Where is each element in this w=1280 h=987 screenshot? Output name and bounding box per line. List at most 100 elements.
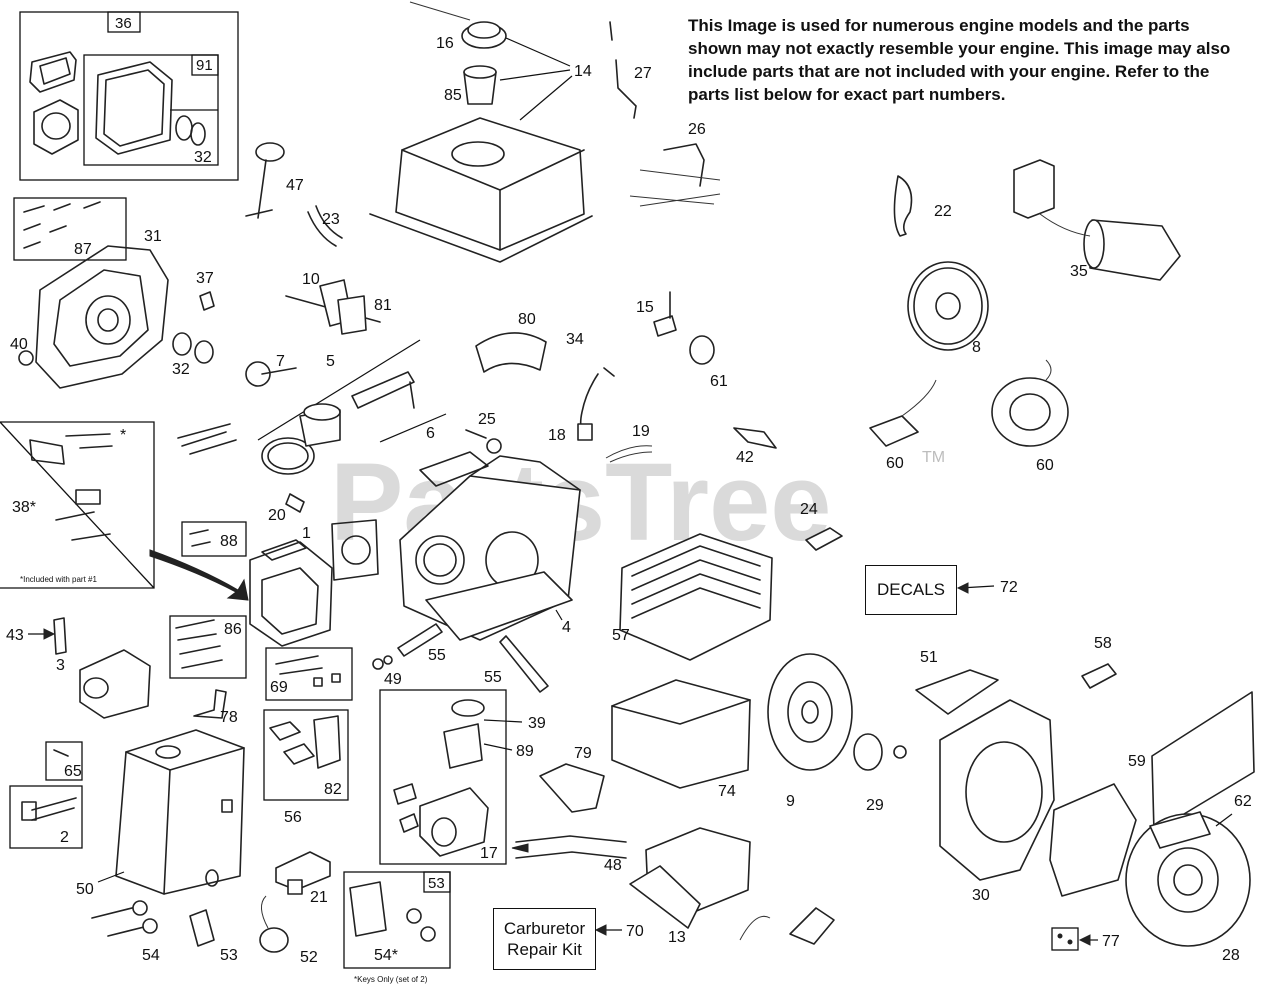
callout-57: 57: [612, 627, 630, 644]
callout-54-kit: 54*: [374, 947, 398, 964]
air-cleaner-cover-74: 74: [611, 679, 751, 800]
callout-25: 25: [478, 411, 496, 428]
air-cleaner-13: 13: [629, 827, 751, 946]
callout-72: 72: [1000, 579, 1018, 596]
bracket-58: 58: [1081, 635, 1117, 689]
screw-set-77: 77: [1051, 927, 1120, 951]
callout-2: 2: [60, 829, 69, 846]
callout-78: 78: [220, 709, 238, 726]
muffler-guard-57: 57: [612, 533, 773, 661]
callout-85: 85: [444, 87, 462, 104]
callout-47: 47: [286, 177, 304, 194]
callout-89: 89: [516, 743, 534, 760]
screw-set-87: 87: [13, 197, 127, 261]
callout-37: 37: [196, 270, 214, 287]
callout-8: 8: [972, 339, 981, 356]
carburetor-repair-kit-label: Carburetor Repair Kit: [504, 918, 585, 960]
callout-24: 24: [800, 501, 818, 518]
callout-28: 28: [1222, 947, 1240, 964]
baffle-plate: [1049, 783, 1137, 897]
callout-15: 15: [636, 299, 654, 316]
valve-knob-61: 61: [689, 335, 728, 390]
callout-65: 65: [64, 763, 82, 780]
callout-3: 3: [56, 657, 65, 674]
callout-34: 34: [566, 331, 584, 348]
fuel-cap-16: 16: [409, 1, 507, 52]
breather-tube-23: 23: [307, 205, 343, 247]
callout-31: 31: [144, 228, 162, 245]
gasket-kit-group: 36 91 32: [19, 11, 239, 181]
wire-harness-19: 19: [605, 423, 653, 463]
drain-plug-37: 37: [196, 270, 215, 311]
carb-kit-arrow-70: 70: [594, 923, 644, 940]
recoil-starter-28: 62 28: [1125, 793, 1252, 964]
shield-51: 51: [915, 649, 999, 715]
callout-53: 53: [220, 947, 238, 964]
callout-87: 87: [74, 241, 92, 258]
part-22: 22: [893, 175, 952, 237]
callout-56: 56: [284, 809, 302, 826]
cover-56: 56: [275, 809, 331, 891]
fuel-tank-14: 14: [369, 37, 593, 263]
studs-55: 55 55 49: [372, 623, 549, 693]
carburetor-kit-line-2: Repair Kit: [507, 940, 582, 959]
callout-69: 69: [270, 679, 288, 696]
cooling-fan-9: 9: [767, 653, 853, 810]
callout-55-b: 55: [484, 669, 502, 686]
callout-22: 22: [934, 203, 952, 220]
callout-36: 36: [115, 15, 132, 32]
callout-59: 59: [1128, 753, 1146, 770]
callout-60-right: 60: [1036, 457, 1054, 474]
bracket-79: 79: [539, 745, 605, 813]
carburetor-group-17: 39 89 17: [379, 689, 546, 865]
callout-40: 40: [10, 336, 28, 353]
callout-49: 49: [384, 671, 402, 688]
callout-48: 48: [604, 857, 622, 874]
oil-seal-32: 32: [172, 332, 214, 378]
callout-88: 88: [220, 533, 238, 550]
callout-10: 10: [302, 271, 320, 288]
valve-kit-38: 38* * *Included with part #1: [0, 421, 155, 589]
key-switch-kit-53: 53 54* *Keys Only (set of 2): [343, 871, 451, 984]
callout-14: 14: [574, 63, 592, 80]
callout-86: 86: [224, 621, 242, 638]
engine-notice: This Image is used for numerous engine m…: [688, 16, 1231, 104]
callout-74: 74: [718, 783, 736, 800]
callout-26: 26: [688, 121, 706, 138]
callout-42: 42: [736, 449, 754, 466]
cylinder-head-1: 1: [249, 525, 333, 647]
callout-4: 4: [562, 619, 571, 636]
callout-13: 13: [668, 929, 686, 946]
gasket-set-82: 82: [263, 709, 349, 801]
spark-arrestor-screen: [739, 907, 835, 945]
callout-19: 19: [632, 423, 650, 440]
dipstick-47: 47: [245, 142, 304, 219]
trademark: TM: [922, 449, 945, 466]
keys-54: 54: [91, 900, 160, 964]
flywheel-8: 8: [907, 261, 989, 356]
callout-27: 27: [634, 65, 652, 82]
footnote-included-with-part-1: *Included with part #1: [20, 575, 97, 584]
decals-label-box: DECALS: [865, 565, 957, 615]
callout-18: 18: [548, 427, 566, 444]
callout-20: 20: [268, 507, 286, 524]
carburetor-repair-kit-box: Carburetor Repair Kit: [493, 908, 596, 970]
key-switch-53: 53: [189, 909, 238, 964]
callout-82: 82: [324, 781, 342, 798]
plug-52: 52: [259, 895, 318, 966]
valve-springs: [177, 423, 237, 455]
piston-group-5: 5 6: [257, 339, 447, 475]
callout-6: 6: [426, 425, 435, 442]
muffler-3: 3: [56, 649, 151, 719]
bolt-set-88: 88: [181, 521, 247, 557]
bracket-24: 24: [800, 501, 843, 551]
blower-housing-50: 50: [76, 729, 245, 898]
fuel-valve-15: 15: [636, 291, 677, 337]
callout-70: 70: [626, 923, 644, 940]
arrow-to-cylinder-head: [149, 549, 249, 601]
callout-58: 58: [1094, 635, 1112, 652]
footnote-keys-only: *Keys Only (set of 2): [354, 975, 428, 984]
stud-set-69: 69: [265, 647, 353, 701]
callout-7: 7: [276, 353, 285, 370]
callout-51: 51: [920, 649, 938, 666]
